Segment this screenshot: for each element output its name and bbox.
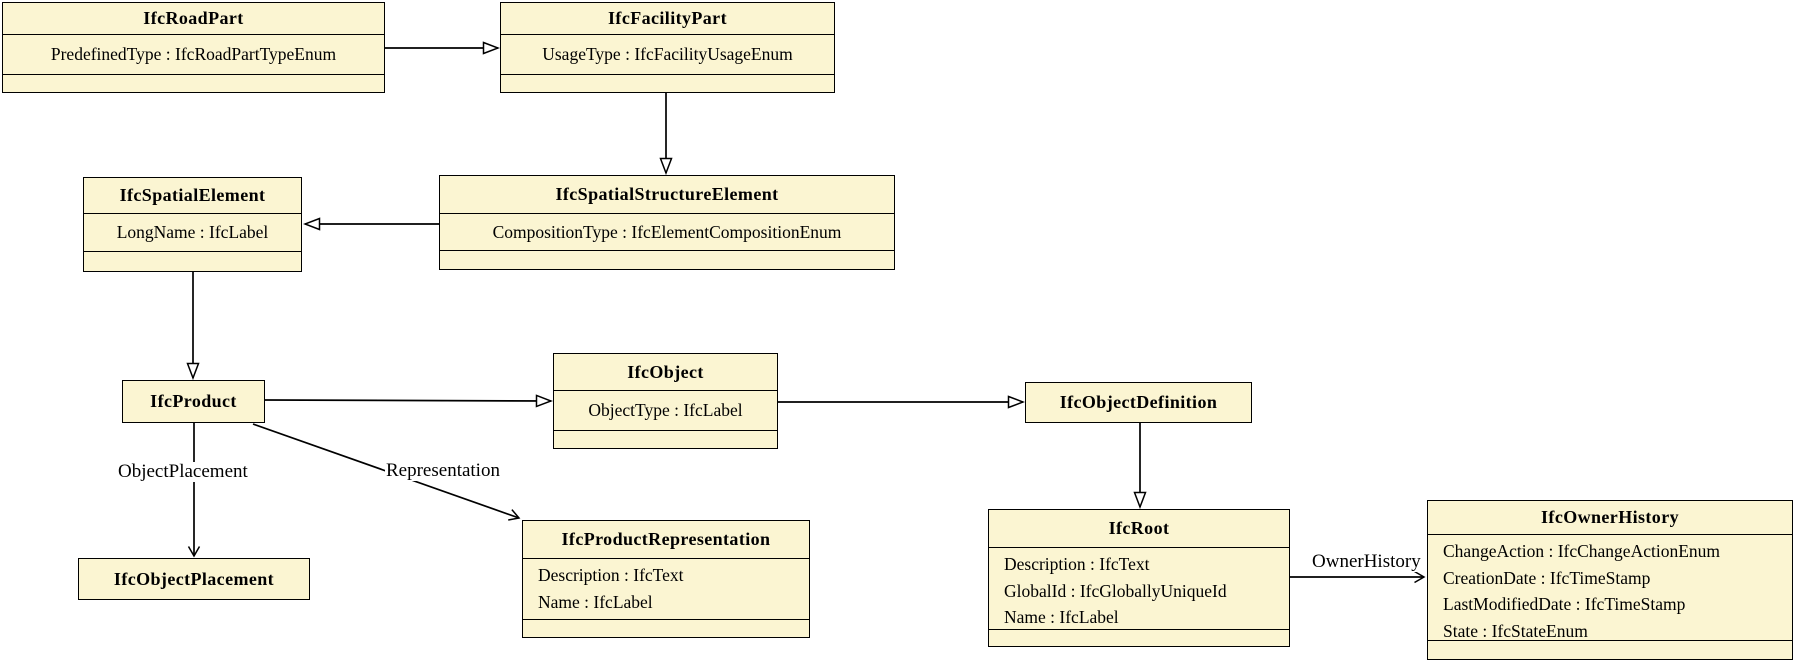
class-attribute: PredefinedType : IfcRoadPartTypeEnum: [3, 34, 384, 74]
class-title: IfcRoot: [1108, 518, 1170, 538]
class-title: IfcOwnerHistory: [1541, 507, 1679, 527]
class-empty-section: [554, 430, 777, 448]
class-ifc-object-definition[interactable]: IfcObjectDefinition: [1025, 382, 1252, 423]
class-empty-section: [440, 250, 894, 269]
attribute: State : IfcStateEnum: [1443, 620, 1588, 641]
class-attribute: LongName : IfcLabel: [84, 213, 301, 251]
attribute: Description : IfcText: [1004, 554, 1150, 574]
edge-label-object-placement: ObjectPlacement: [117, 461, 249, 482]
class-title: IfcRoadPart: [143, 8, 244, 28]
class-empty-section: [84, 251, 301, 271]
class-empty-section: [523, 619, 809, 637]
class-ifc-product[interactable]: IfcProduct: [122, 380, 265, 423]
edge-label-owner-history: OwnerHistory: [1311, 551, 1422, 572]
attribute: Description : IfcText: [538, 565, 684, 585]
class-attributes: Description : IfcText Name : IfcLabel: [523, 558, 809, 619]
class-ifc-owner-history[interactable]: IfcOwnerHistory ChangeAction : IfcChange…: [1427, 500, 1793, 660]
class-attributes: Description : IfcText GlobalId : IfcGlob…: [989, 547, 1289, 629]
attribute: GlobalId : IfcGloballyUniqueId: [1004, 580, 1227, 601]
edge-label-representation: Representation: [385, 460, 501, 481]
class-attribute: UsageType : IfcFacilityUsageEnum: [501, 34, 834, 74]
class-attribute: CompositionType : IfcElementCompositionE…: [440, 213, 894, 250]
class-empty-section: [501, 74, 834, 92]
class-title: IfcSpatialElement: [119, 185, 266, 205]
class-title: IfcProductRepresentation: [561, 529, 771, 549]
class-title: IfcObjectPlacement: [113, 568, 275, 589]
attribute: CreationDate : IfcTimeStamp: [1443, 567, 1651, 588]
class-ifc-object-placement[interactable]: IfcObjectPlacement: [78, 558, 310, 600]
class-ifc-spatial-element[interactable]: IfcSpatialElement LongName : IfcLabel: [83, 177, 302, 272]
class-ifc-object[interactable]: IfcObject ObjectType : IfcLabel: [553, 353, 778, 449]
class-attributes: ChangeAction : IfcChangeActionEnum Creat…: [1428, 534, 1792, 641]
class-attribute: ObjectType : IfcLabel: [554, 390, 777, 430]
class-ifc-spatial-structure-element[interactable]: IfcSpatialStructureElement CompositionTy…: [439, 175, 895, 270]
class-ifc-facility-part[interactable]: IfcFacilityPart UsageType : IfcFacilityU…: [500, 2, 835, 93]
class-title: IfcObject: [627, 361, 704, 382]
class-empty-section: [3, 74, 384, 92]
class-empty-section: [989, 629, 1289, 646]
attribute: LastModifiedDate : IfcTimeStamp: [1443, 594, 1686, 614]
class-title: IfcProduct: [150, 391, 237, 411]
class-title: IfcFacilityPart: [608, 8, 727, 28]
class-ifc-root[interactable]: IfcRoot Description : IfcText GlobalId :…: [988, 509, 1290, 647]
attribute: ChangeAction : IfcChangeActionEnum: [1443, 541, 1721, 561]
class-empty-section: [1428, 640, 1792, 659]
attribute: Name : IfcLabel: [538, 591, 653, 612]
class-title: IfcSpatialStructureElement: [555, 184, 779, 204]
class-ifc-product-representation[interactable]: IfcProductRepresentation Description : I…: [522, 520, 810, 638]
class-ifc-road-part[interactable]: IfcRoadPart PredefinedType : IfcRoadPart…: [2, 2, 385, 93]
edge-generalization-ifcproduct-ifcobject: [264, 400, 551, 401]
class-title: IfcObjectDefinition: [1059, 392, 1218, 412]
attribute: Name : IfcLabel: [1004, 607, 1119, 627]
